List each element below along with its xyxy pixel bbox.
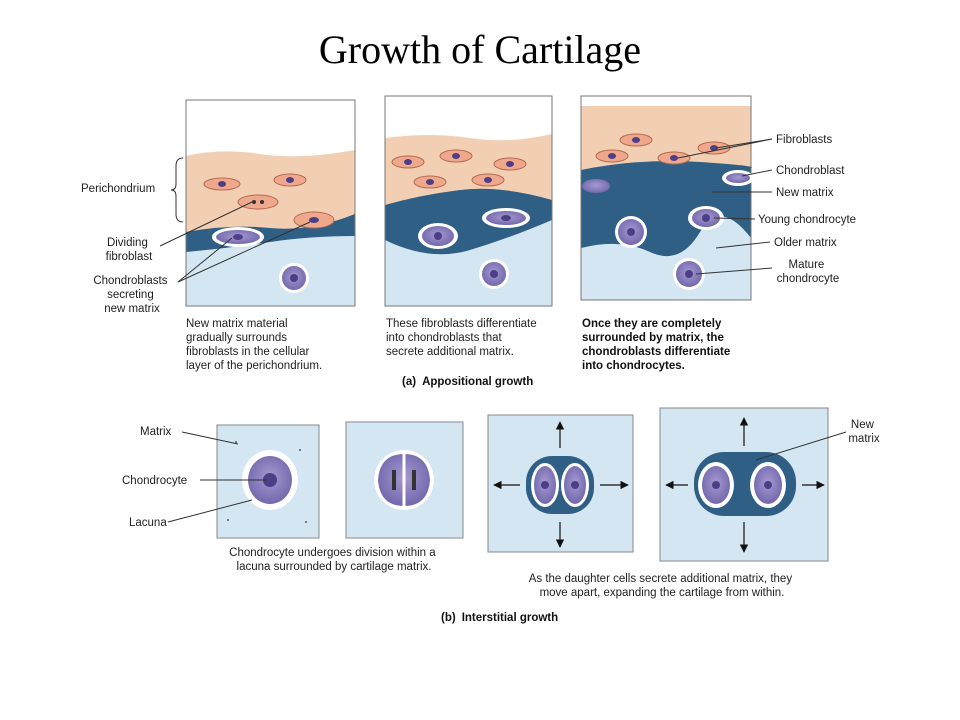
fibroblast-cell: [493, 157, 527, 171]
daughter-cell: [561, 463, 589, 507]
interstitial-labels: Matrix Chondrocyte Lacuna New matrix: [122, 419, 880, 529]
label-chondroblasts-secreting: Chondroblasts secreting new matrix: [93, 275, 170, 315]
label-new-matrix: New matrix: [776, 187, 834, 199]
perichondrium-brace: [170, 157, 184, 223]
caption-daughter-cells: As the daughter cells secrete additional…: [529, 573, 796, 599]
fibroblast-cell: [471, 173, 505, 187]
interstitial-captions: Chondrocyte undergoes division within a …: [229, 547, 796, 624]
young-chondrocyte-cell: [688, 206, 724, 230]
label-matrix: Matrix: [140, 426, 172, 438]
dividing-chondrocyte-cell: [374, 450, 434, 510]
leader-line: [695, 267, 773, 275]
label-chondroblast: Chondroblast: [776, 165, 845, 177]
leader-line: [177, 221, 311, 283]
interstitial-panel-2: [345, 421, 464, 539]
label-lacuna: Lacuna: [129, 517, 167, 529]
chondrocyte-cell: [479, 259, 509, 289]
fibroblast-cell: [619, 133, 653, 147]
leader-line: [177, 237, 233, 283]
fibroblast-cell: [203, 177, 241, 191]
appositional-panel-1: [185, 99, 356, 307]
heading-appositional-growth: (a)Appositional growth: [402, 376, 533, 388]
fibroblast-cell: [657, 151, 691, 165]
fibroblast-cell: [697, 141, 731, 155]
chondroblast-cell: [418, 223, 458, 249]
caption-division: Chondrocyte undergoes division within a …: [229, 547, 439, 573]
interstitial-panel-1: [216, 424, 320, 539]
fibroblast-cell: [439, 149, 473, 163]
fibroblast-cell: [391, 155, 425, 169]
chondrocyte-cell: [279, 263, 309, 293]
label-fibroblasts: Fibroblasts: [776, 134, 832, 146]
fibroblast-cell: [595, 149, 629, 163]
label-young-chondrocyte: Young chondrocyte: [758, 214, 856, 226]
caption-panel-3: Once they are completely surrounded by m…: [582, 318, 733, 372]
label-older-matrix: Older matrix: [774, 237, 837, 249]
label-mature-chondrocyte: Mature chondrocyte: [777, 259, 840, 285]
caption-panel-1: New matrix material gradually surrounds …: [186, 318, 322, 372]
chondroblast-cell: [582, 179, 610, 193]
fibroblast-cell: [413, 175, 447, 189]
page-title: Growth of Cartilage: [318, 27, 642, 72]
chondroblast-cell: [722, 170, 754, 186]
chondrocyte-cell: [615, 216, 647, 248]
appositional-captions: New matrix material gradually surrounds …: [186, 318, 733, 388]
label-dividing-fibroblast: Dividing fibroblast: [106, 237, 153, 263]
daughter-cell: [750, 462, 786, 508]
chondroblast-cell: [482, 208, 530, 228]
caption-panel-2: These fibroblasts differentiate into cho…: [386, 318, 540, 358]
label-perichondrium: Perichondrium: [81, 183, 155, 195]
leader-line: [713, 217, 756, 220]
chondroblast-cell: [293, 211, 335, 229]
daughter-cell: [698, 462, 734, 508]
chondrocyte-cell: [242, 450, 298, 510]
leader-line: [715, 241, 771, 249]
leader-line: [741, 169, 773, 177]
leader-line: [181, 431, 239, 445]
dividing-fibroblast-cell: [237, 194, 279, 210]
leader-line: [167, 499, 253, 523]
daughter-cell: [531, 463, 559, 507]
interstitial-panel-4: [659, 407, 829, 562]
mature-chondrocyte-cell: [673, 258, 705, 290]
appositional-labels: Perichondrium Dividing fibroblast Chondr…: [81, 134, 856, 315]
heading-interstitial-growth: (b)Interstitial growth: [441, 612, 558, 624]
fibroblast-cell: [273, 173, 307, 187]
appositional-panel-3: [580, 95, 754, 301]
leader-line: [159, 201, 253, 247]
label-chondrocyte: Chondrocyte: [122, 475, 187, 487]
chondroblast-cell: [212, 227, 264, 247]
appositional-panel-2: [384, 95, 553, 307]
interstitial-panel-3: [487, 414, 634, 553]
label-new-matrix-b: New matrix: [848, 419, 880, 445]
leader-line: [755, 431, 847, 461]
leader-line: [677, 138, 773, 159]
